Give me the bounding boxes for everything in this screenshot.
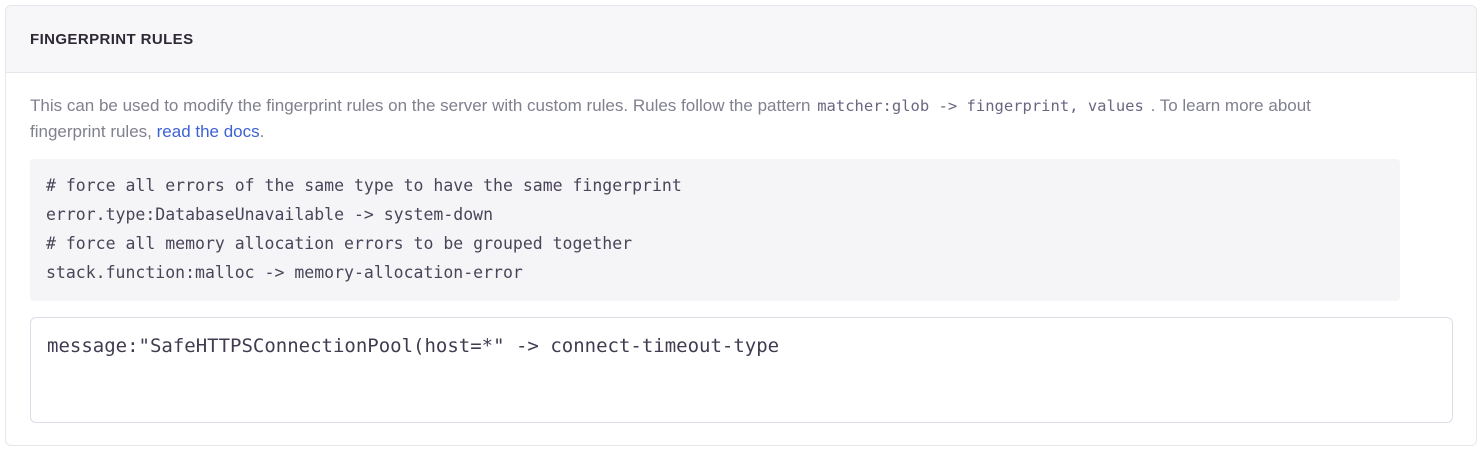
example-rules-block: # force all errors of the same type to h…	[30, 159, 1400, 301]
page-title: FINGERPRINT RULES	[30, 30, 194, 48]
help-text-tail: .	[259, 122, 265, 141]
help-text: This can be used to modify the fingerpri…	[30, 93, 1390, 145]
fingerprint-rules-panel: FINGERPRINT RULES This can be used to mo…	[5, 5, 1477, 446]
example-line: stack.function:malloc -> memory-allocati…	[46, 263, 523, 282]
panel-body: This can be used to modify the fingerpri…	[6, 73, 1476, 423]
read-the-docs-link[interactable]: read the docs	[156, 122, 260, 141]
panel-header: FINGERPRINT RULES	[6, 6, 1476, 73]
example-line: # force all memory allocation errors to …	[46, 234, 633, 253]
help-text-lead: This can be used to modify the fingerpri…	[30, 96, 816, 115]
inline-code-pattern: matcher:glob -> fingerprint, values	[817, 97, 1144, 115]
help-text-mid: . To learn more about fingerprint rules,	[30, 96, 1311, 141]
fingerprint-rules-textarea[interactable]	[30, 317, 1453, 423]
example-line: # force all errors of the same type to h…	[46, 176, 682, 195]
example-line: error.type:DatabaseUnavailable -> system…	[46, 205, 494, 224]
